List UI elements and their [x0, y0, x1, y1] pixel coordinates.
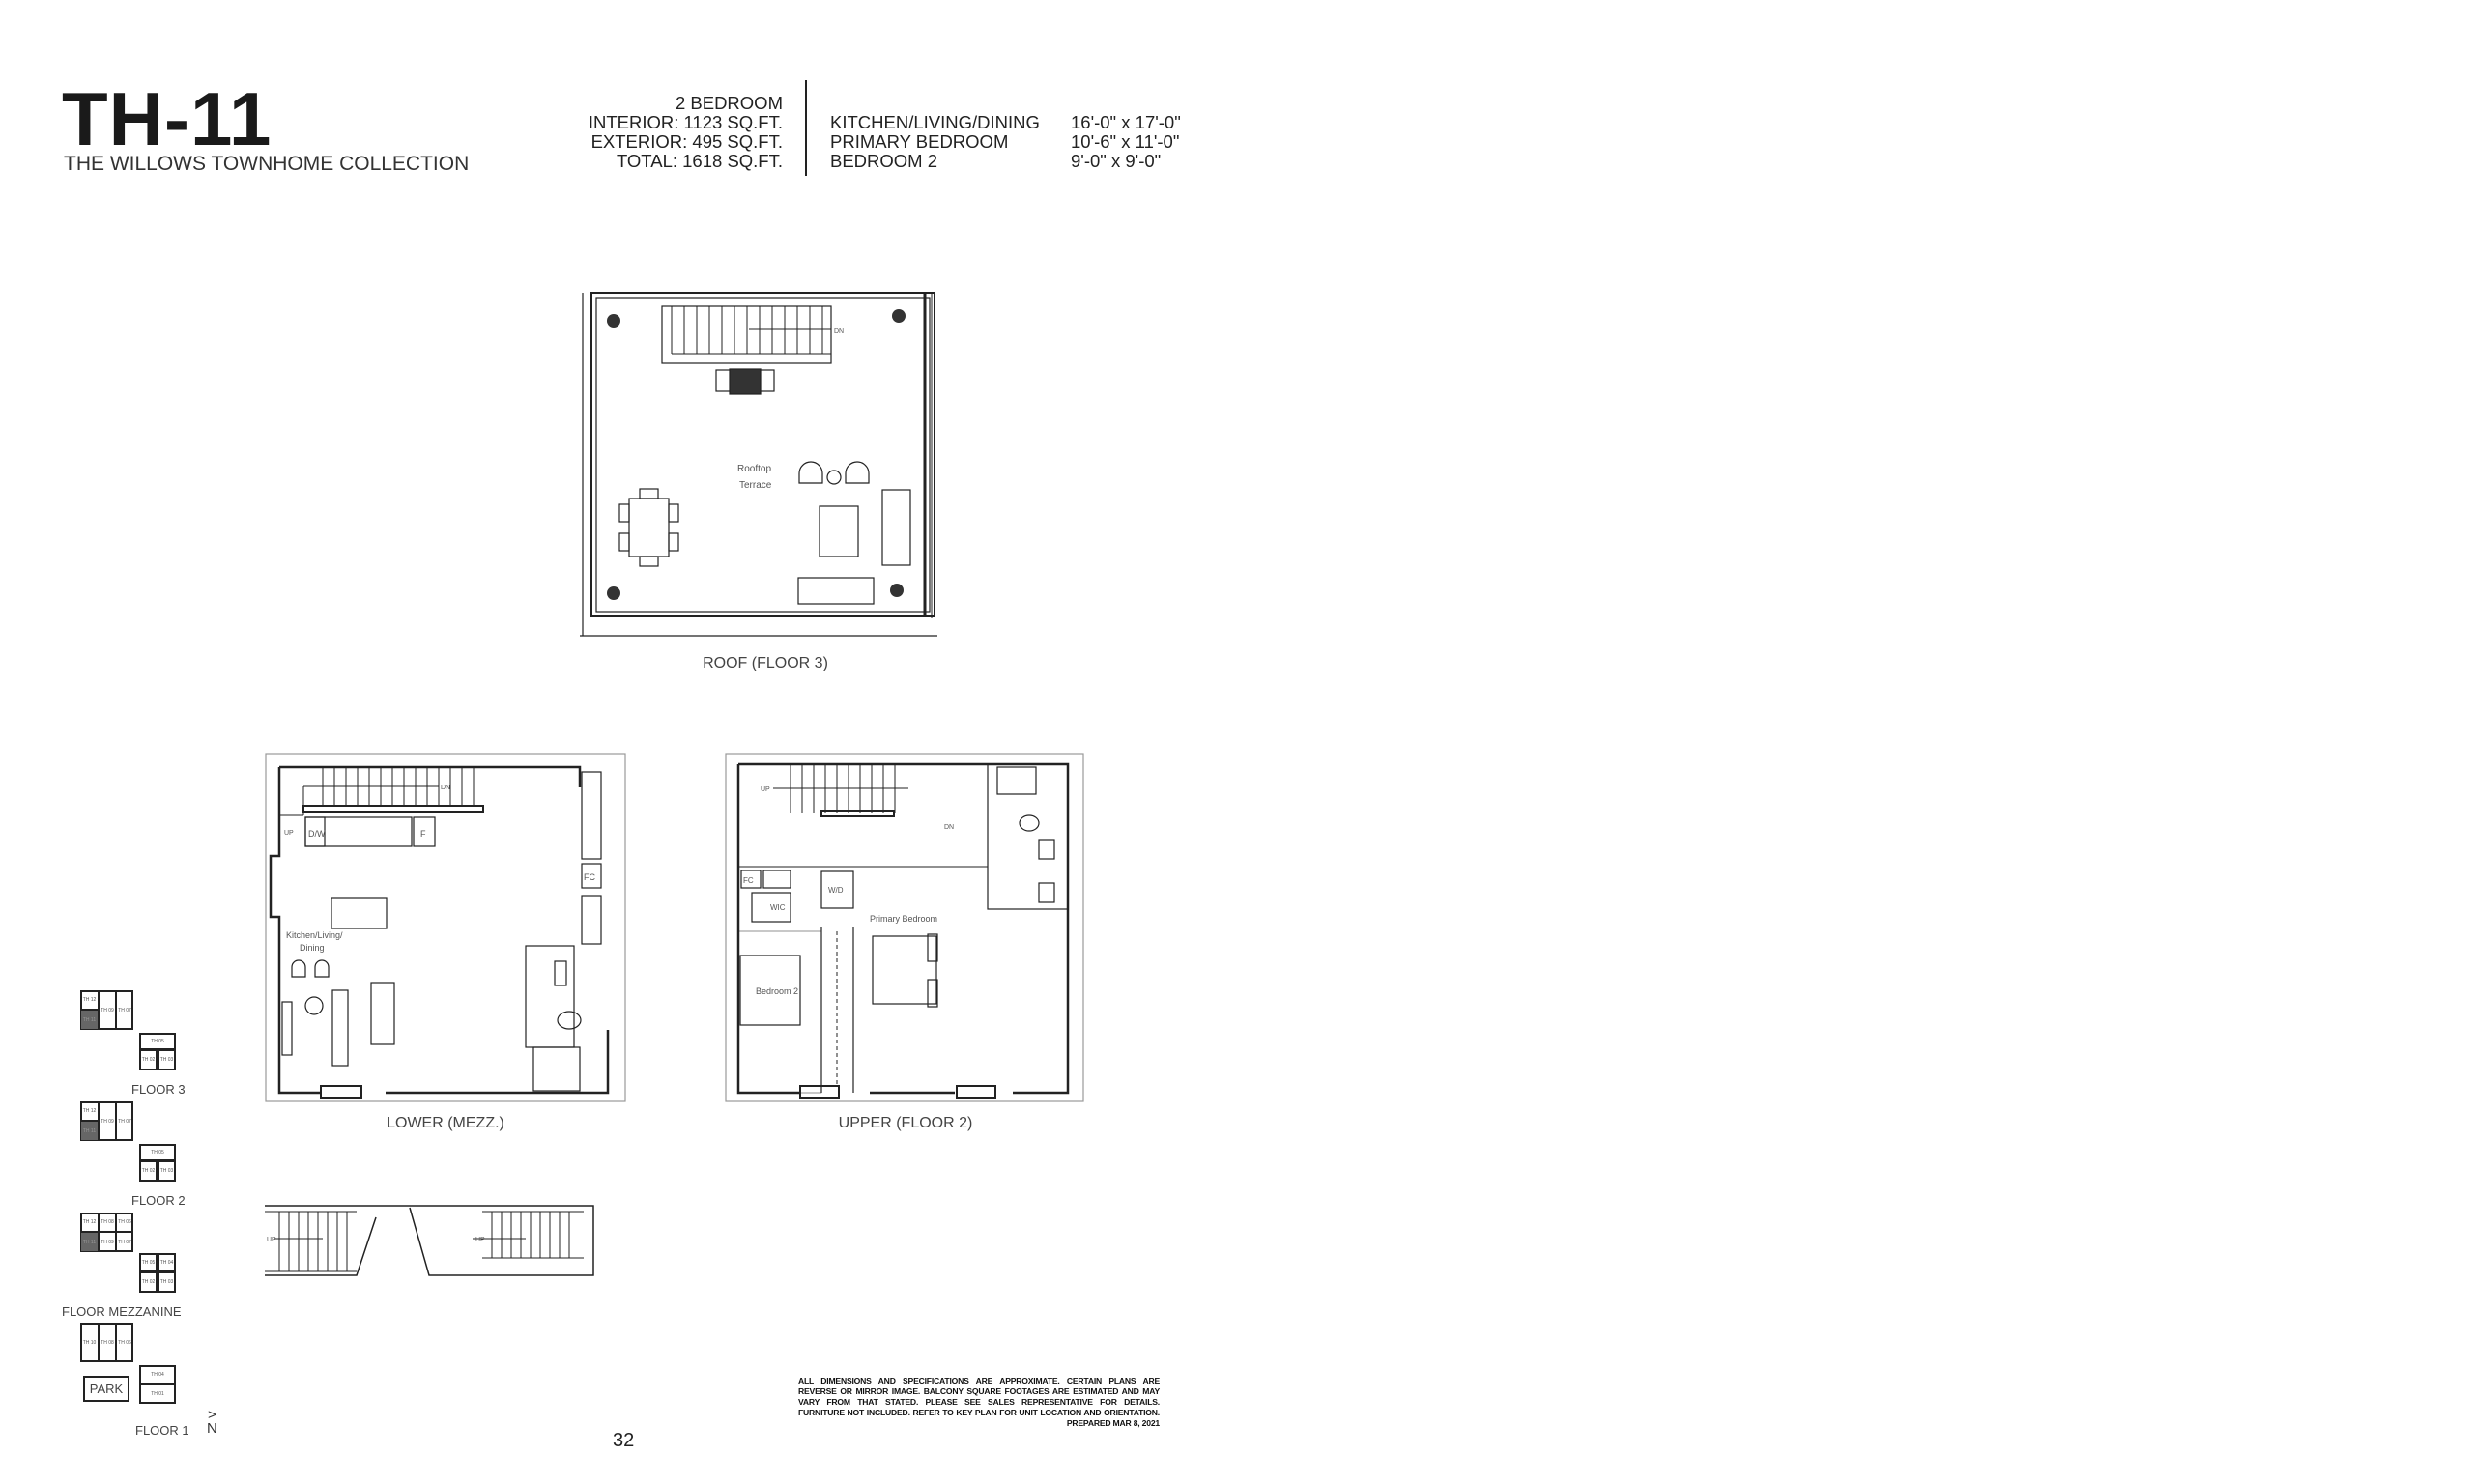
roof-room-label: Rooftop	[737, 464, 771, 474]
stair-up-label: UP	[284, 830, 294, 837]
key-plan-label: FLOOR 1	[135, 1423, 189, 1438]
room-name: BEDROOM 2	[830, 151, 938, 171]
kitchen-living-label: Kitchen/Living/	[286, 930, 343, 940]
key-cell: TH 05	[139, 1253, 158, 1272]
key-cell-current-unit: TH 11	[80, 1010, 99, 1030]
north-arrow-icon: >	[208, 1407, 216, 1423]
dishwasher-label: D/W	[308, 829, 326, 839]
furnace-closet-label: FC	[584, 872, 595, 882]
room-names: KITCHEN/LIVING/DINING PRIMARY BEDROOM BE…	[830, 113, 1040, 171]
roof-caption: ROOF (FLOOR 3)	[703, 655, 828, 671]
key-cell: TH 06	[116, 1213, 133, 1232]
key-cell: TH 04	[158, 1253, 176, 1272]
stair-down-label: DN	[944, 824, 954, 831]
disclaimer: ALL DIMENSIONS AND SPECIFICATIONS ARE AP…	[798, 1376, 1160, 1428]
key-cell: TH 02	[139, 1271, 158, 1293]
key-cell: TH 01	[139, 1384, 176, 1404]
key-cell: TH 07	[116, 1101, 133, 1141]
washer-dryer-label: W/D	[828, 886, 844, 895]
key-cell: TH 08	[99, 1323, 116, 1362]
upper-caption: UPPER (FLOOR 2)	[838, 1115, 973, 1131]
svg-text:DN: DN	[834, 328, 844, 335]
key-cell: TH 02	[139, 1160, 158, 1182]
key-cell: TH 04	[139, 1365, 176, 1384]
key-cell: TH 07	[116, 1232, 133, 1252]
roof-room-label: Terrace	[739, 480, 772, 491]
room-name: KITCHEN/LIVING/DINING	[830, 112, 1040, 132]
roof-floor-plan: DN Rooftop Terrace ROOF (FLOOR 3)	[580, 290, 952, 671]
key-cell-current-unit: TH 11	[80, 1121, 99, 1141]
stair-down-label: DN	[441, 785, 450, 791]
kitchen-living-label: Dining	[300, 943, 325, 953]
ground-stair-plan: UP UP	[265, 1198, 598, 1283]
interior-area: INTERIOR: 1123 SQ.FT.	[588, 112, 783, 132]
key-cell: TH 12	[80, 990, 99, 1010]
key-cell-current-unit: TH 11	[80, 1232, 99, 1252]
lower-caption: LOWER (MEZZ.)	[387, 1115, 504, 1131]
key-plan-label: FLOOR MEZZANINE	[62, 1304, 182, 1319]
unit-title: TH-11	[62, 76, 273, 161]
key-cell: TH 03	[158, 1049, 176, 1070]
room-dimensions: 16'-0" x 17'-0" 10'-6" x 11'-0" 9'-0" x …	[1071, 113, 1181, 171]
total-area: TOTAL: 1618 SQ.FT.	[616, 151, 783, 171]
key-cell: TH 03	[158, 1160, 176, 1182]
lower-floor-plan: UP DN D/W F FC Kitchen/Living/ Dining LO…	[265, 753, 627, 1131]
primary-bedroom-label: Primary Bedroom	[870, 914, 937, 924]
stair-up-label: UP	[267, 1237, 276, 1243]
walk-in-closet-label: WIC	[770, 903, 786, 912]
stair-up-label: UP	[475, 1237, 485, 1243]
key-cell: TH 12	[80, 1101, 99, 1121]
key-cell: TH 12	[80, 1213, 99, 1232]
key-cell: TH 08	[99, 1213, 116, 1232]
exterior-area: EXTERIOR: 495 SQ.FT.	[590, 131, 783, 152]
key-cell: TH 07	[116, 990, 133, 1030]
key-cell: TH 10	[80, 1323, 99, 1362]
header-divider	[805, 80, 807, 176]
parking-label: PARK	[83, 1376, 129, 1402]
stair-up-label: UP	[761, 786, 770, 793]
unit-stats: 2 BEDROOM INTERIOR: 1123 SQ.FT. EXTERIOR…	[541, 94, 783, 171]
bedroom-count: 2 BEDROOM	[675, 93, 783, 113]
key-cell: TH 05	[139, 1033, 176, 1050]
room-name: PRIMARY BEDROOM	[830, 131, 1009, 152]
furnace-closet-label: FC	[743, 876, 754, 885]
key-plan-label: FLOOR 2	[131, 1193, 186, 1208]
room-size: 16'-0" x 17'-0"	[1071, 112, 1181, 132]
fridge-label: F	[420, 829, 426, 839]
north-label: N	[207, 1420, 217, 1437]
key-cell: TH 02	[139, 1049, 158, 1070]
bedroom-2-label: Bedroom 2	[756, 986, 798, 996]
key-cell: TH 06	[116, 1323, 133, 1362]
key-cell: TH 09	[99, 1101, 116, 1141]
north-arrow: > N	[207, 1407, 217, 1437]
room-size: 9'-0" x 9'-0"	[1071, 151, 1162, 171]
upper-floor-plan: UP DN FC WIC W/D Bedroom 2 Primary Bedro…	[725, 753, 1087, 1131]
collection-name: THE WILLOWS TOWNHOME COLLECTION	[64, 153, 470, 175]
key-cell: TH 03	[158, 1271, 176, 1293]
page-number: 32	[613, 1430, 635, 1451]
key-cell: TH 09	[99, 990, 116, 1030]
room-size: 10'-6" x 11'-0"	[1071, 131, 1180, 152]
key-cell: TH 05	[139, 1144, 176, 1161]
key-cell: TH 09	[99, 1232, 116, 1252]
key-plan-label: FLOOR 3	[131, 1082, 186, 1097]
